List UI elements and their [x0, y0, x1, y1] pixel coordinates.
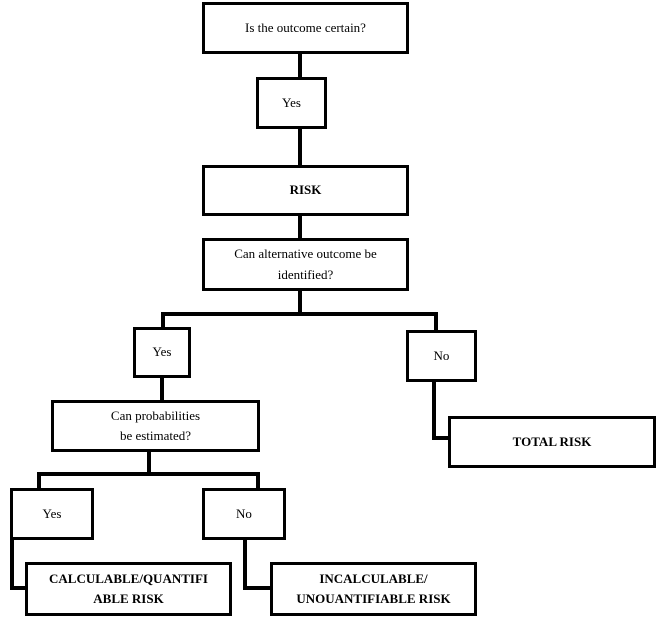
answer-yes-certain: Yes	[256, 77, 327, 129]
connector-yes-to-risk	[298, 127, 302, 167]
answer-yes-probabilities-label: Yes	[42, 505, 62, 521]
question-probabilities-estimated: Can probabilities be estimated?	[51, 400, 260, 452]
connector-branch-horizontal-2	[37, 472, 260, 476]
answer-yes-certain-label: Yes	[282, 94, 301, 110]
answer-no-alternative: No	[406, 330, 477, 382]
connector-no-to-incalculable	[243, 538, 247, 590]
connector-no-to-total-horizontal	[432, 436, 452, 440]
answer-no-probabilities: No	[202, 488, 286, 540]
connector-branch-horizontal-1	[161, 312, 438, 316]
connector-no-to-incalculable-horizontal	[243, 586, 273, 590]
connector-yes-to-calculable-horizontal	[10, 586, 28, 590]
connector-alternative-down	[298, 289, 302, 315]
answer-yes-alternative-label: Yes	[152, 344, 172, 360]
connector-branch-right-2	[256, 472, 260, 490]
connector-no-to-total	[432, 380, 436, 440]
answer-no-alternative-label: No	[433, 347, 450, 363]
node-risk-label: RISK	[289, 182, 322, 198]
answer-no-probabilities-label: No	[236, 505, 252, 521]
connector-probabilities-down	[147, 450, 151, 476]
question-outcome-certain-label: Is the outcome certain?	[245, 19, 366, 35]
node-calculable-risk: CALCULABLE/QUANTIFI ABLE RISK	[25, 562, 232, 616]
node-total-risk: TOTAL RISK	[448, 416, 656, 468]
question-alternative-outcome-label: Can alternative outcome be identified?	[234, 246, 377, 282]
node-total-risk-label: TOTAL RISK	[512, 433, 592, 449]
node-calculable-risk-label: CALCULABLE/QUANTIFI ABLE RISK	[49, 570, 208, 606]
answer-yes-probabilities: Yes	[10, 488, 94, 540]
connector-branch-left-1	[161, 312, 165, 330]
question-probabilities-estimated-label: Can probabilities be estimated?	[110, 407, 201, 443]
connector-certain-to-yes	[298, 52, 302, 78]
connector-yes-to-calculable	[10, 538, 14, 590]
connector-branch-left-2	[37, 472, 41, 490]
connector-risk-to-alternative	[298, 214, 302, 240]
node-risk: RISK	[202, 165, 409, 216]
answer-yes-alternative: Yes	[133, 327, 191, 378]
node-incalculable-risk-label: INCALCULABLE/ UNOUANTIFIABLE RISK	[296, 570, 451, 606]
question-alternative-outcome: Can alternative outcome be identified?	[202, 238, 409, 291]
question-outcome-certain: Is the outcome certain?	[202, 2, 409, 54]
node-incalculable-risk: INCALCULABLE/ UNOUANTIFIABLE RISK	[270, 562, 477, 616]
connector-branch-right-1	[434, 312, 438, 332]
connector-yes-to-probabilities	[160, 375, 164, 403]
